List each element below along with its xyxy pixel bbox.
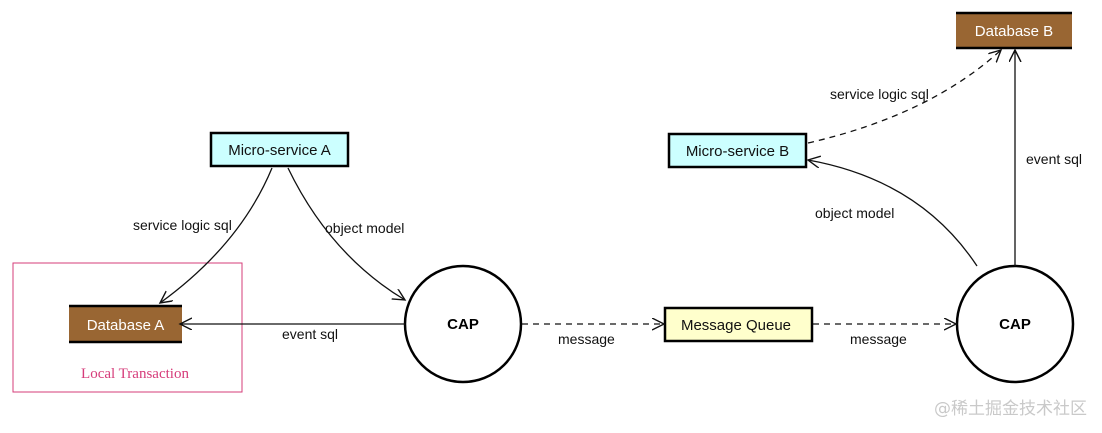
edge-queue-to-cap-label: message [850, 331, 907, 347]
edge-a-event-sql-label: event sql [282, 326, 338, 342]
edge-b-service-logic-sql-label: service logic sql [830, 86, 929, 102]
cap-a-label: CAP [447, 316, 479, 333]
edge-a-object-model [287, 167, 405, 300]
edge-b-object-model-label: object model [815, 205, 894, 221]
edge-a-service-logic-sql [160, 167, 273, 303]
database-a-node[interactable]: Database A [69, 304, 182, 344]
database-b-label: Database B [975, 23, 1053, 40]
edge-a-service-logic-sql-label: service logic sql [133, 217, 232, 233]
micro-service-a-label: Micro-service A [228, 142, 331, 159]
edge-b-service-logic-sql [807, 50, 1001, 144]
message-queue-label: Message Queue [681, 317, 791, 334]
database-b-node[interactable]: Database B [956, 11, 1072, 50]
cap-b-label: CAP [999, 316, 1031, 333]
watermark-text: @稀土掘金技术社区 [934, 399, 1087, 419]
micro-service-a-node[interactable]: Micro-service A [209, 131, 350, 168]
cap-b-node[interactable]: CAP [955, 264, 1075, 384]
edge-b-event-sql-label: event sql [1026, 151, 1082, 167]
edge-a-object-model-label: object model [325, 220, 404, 236]
micro-service-b-node[interactable]: Micro-service B [667, 132, 808, 169]
edge-cap-to-queue-label: message [558, 331, 615, 347]
edge-b-object-model [808, 160, 978, 267]
message-queue-node[interactable]: Message Queue [663, 306, 814, 343]
local-transaction-frame [12, 262, 243, 393]
database-a-label: Database A [87, 317, 165, 334]
local-transaction-label: Local Transaction [81, 366, 189, 382]
cap-a-node[interactable]: CAP [403, 264, 523, 384]
micro-service-b-label: Micro-service B [686, 143, 789, 160]
